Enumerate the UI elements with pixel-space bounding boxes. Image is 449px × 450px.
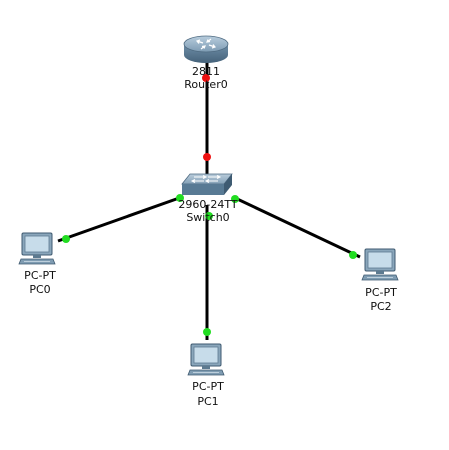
router0-model-label: 2811: [192, 65, 220, 78]
status-light-pc2-port: [349, 251, 357, 259]
router0-device[interactable]: [181, 31, 231, 67]
status-light-switch0-uplink-port: [203, 153, 211, 161]
pc-icon: [361, 248, 399, 281]
link-switch0-pc2[interactable]: [232, 195, 361, 259]
pc1-model-label: PC-PT: [192, 380, 224, 393]
status-light-pc0-port: [62, 235, 70, 243]
pc2-name-label: PC2: [370, 300, 392, 313]
pc-icon: [18, 232, 56, 265]
router0-name-label: Router0: [184, 78, 228, 91]
switch0-device[interactable]: [180, 171, 234, 199]
pc1-name-label: PC1: [197, 395, 219, 408]
status-light-router0-port: [202, 74, 210, 82]
pc1-device[interactable]: [187, 342, 225, 378]
pc2-device[interactable]: [361, 247, 399, 283]
switch-icon: [181, 173, 233, 195]
switch0-model-label: 2960-24TT: [178, 198, 238, 211]
pc2-model-label: PC-PT: [365, 286, 397, 299]
pc0-name-label: PC0: [29, 283, 51, 296]
pc0-model-label: PC-PT: [24, 269, 56, 282]
link-switch0-pc0[interactable]: [57, 195, 183, 243]
pc-icon: [187, 343, 225, 376]
status-light-switch0-pc2-port: [231, 195, 239, 203]
status-light-switch0-pc0-port: [176, 194, 184, 202]
switch0-name-label: Switch0: [186, 211, 230, 224]
router-icon: [183, 35, 229, 63]
status-light-pc1-port: [203, 328, 211, 336]
pc0-device[interactable]: [18, 231, 56, 267]
status-light-switch0-pc1-port: [205, 212, 213, 220]
